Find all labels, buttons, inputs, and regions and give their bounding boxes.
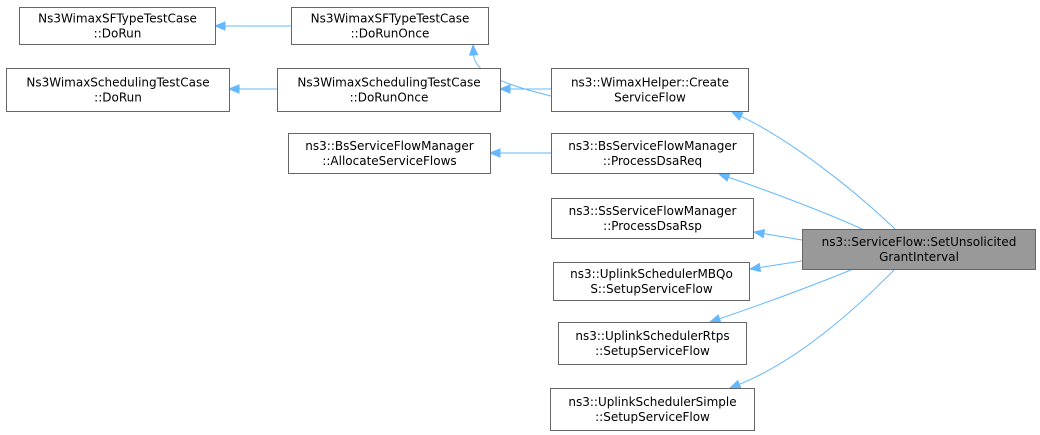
edge-line bbox=[719, 268, 854, 320]
edge-focus-usi bbox=[728, 268, 896, 389]
node-label-line: ::DoRunOnce bbox=[350, 91, 429, 105]
edge-focus-bpd bbox=[717, 172, 863, 230]
node-scr[interactable]: Ns3WimaxSchedulingTestCase::DoRun bbox=[6, 68, 230, 112]
edge-line bbox=[759, 260, 803, 268]
arrowhead-icon bbox=[468, 43, 479, 56]
node-label-line: ns3::UplinkSchedulerSimple bbox=[568, 395, 736, 409]
node-umb[interactable]: ns3::UplinkSchedulerMBQoS::SetupServiceF… bbox=[553, 262, 750, 301]
arrowhead-icon bbox=[708, 314, 722, 324]
node-box bbox=[291, 7, 489, 45]
node-label-line: ::AllocateServiceFlows bbox=[322, 154, 456, 168]
node-bpd[interactable]: ns3::BsServiceFlowManager::ProcessDsaReq bbox=[551, 133, 754, 174]
edge-line bbox=[473, 54, 552, 97]
arrowhead-icon bbox=[728, 379, 742, 389]
edge-focus-wcs bbox=[730, 111, 896, 230]
node-label-line: ::SetupServiceFlow bbox=[595, 344, 710, 358]
node-label-line: Ns3WimaxSFTypeTestCase bbox=[38, 12, 197, 26]
node-box bbox=[551, 198, 754, 239]
edge-line bbox=[739, 268, 896, 385]
edge-sco-scr bbox=[227, 84, 277, 94]
node-label-line: ns3::BsServiceFlowManager bbox=[305, 139, 473, 153]
node-focus[interactable]: ns3::ServiceFlow::SetUnsolicitedGrantInt… bbox=[802, 229, 1036, 270]
node-label-line: ns3::UplinkSchedulerRtps bbox=[575, 329, 729, 343]
node-box bbox=[553, 262, 750, 301]
node-bas[interactable]: ns3::BsServiceFlowManager::AllocateServi… bbox=[288, 133, 491, 174]
node-box bbox=[277, 68, 501, 112]
node-label-line: ServiceFlow bbox=[614, 91, 686, 105]
node-label-line: ns3::ServiceFlow::SetUnsolicited bbox=[822, 235, 1017, 249]
node-label-line: Ns3WimaxSchedulingTestCase bbox=[297, 76, 480, 90]
node-box bbox=[6, 68, 230, 112]
arrowhead-icon bbox=[213, 21, 226, 31]
node-box bbox=[551, 133, 754, 174]
node-label-line: GrantInterval bbox=[879, 250, 959, 264]
arrowhead-icon bbox=[227, 84, 240, 94]
node-label-line: ns3::SsServiceFlowManager bbox=[569, 204, 737, 218]
arrowhead-icon bbox=[730, 111, 744, 121]
arrowhead-icon bbox=[498, 84, 511, 94]
node-label-line: S::SetupServiceFlow bbox=[590, 282, 713, 296]
edge-line bbox=[728, 176, 863, 230]
node-spd[interactable]: ns3::SsServiceFlowManager::ProcessDsaRsp bbox=[551, 198, 754, 239]
edge-focus-spd bbox=[752, 229, 803, 241]
edge-wcs-sfo bbox=[468, 43, 552, 97]
node-label-line: ::DoRun bbox=[94, 91, 142, 105]
arrowhead-icon bbox=[717, 172, 731, 182]
node-box bbox=[551, 68, 749, 112]
node-label-line: ns3::WimaxHelper::Create bbox=[571, 76, 729, 90]
node-box bbox=[550, 388, 755, 431]
node-sco[interactable]: Ns3WimaxSchedulingTestCase::DoRunOnce bbox=[277, 68, 501, 112]
edge-focus-umb bbox=[748, 260, 803, 273]
arrowhead-icon bbox=[748, 262, 762, 273]
node-label-line: Ns3WimaxSchedulingTestCase bbox=[26, 76, 209, 90]
node-box bbox=[288, 133, 491, 174]
edge-line bbox=[740, 115, 896, 230]
node-label-line: Ns3WimaxSFTypeTestCase bbox=[311, 12, 470, 26]
edge-line bbox=[763, 233, 803, 241]
node-box bbox=[558, 322, 747, 365]
node-urt[interactable]: ns3::UplinkSchedulerRtps::SetupServiceFl… bbox=[558, 322, 747, 365]
edge-sfo-sfr bbox=[213, 21, 291, 31]
node-usi[interactable]: ns3::UplinkSchedulerSimple::SetupService… bbox=[550, 388, 755, 431]
node-label-line: ::ProcessDsaRsp bbox=[603, 219, 702, 233]
node-box bbox=[802, 229, 1036, 270]
node-sfo[interactable]: Ns3WimaxSFTypeTestCase::DoRunOnce bbox=[291, 7, 489, 45]
node-sfr[interactable]: Ns3WimaxSFTypeTestCase::DoRun bbox=[19, 7, 216, 45]
node-label-line: ::DoRunOnce bbox=[351, 27, 430, 41]
node-box bbox=[19, 7, 216, 45]
node-label-line: ns3::UplinkSchedulerMBQo bbox=[570, 267, 733, 281]
node-label-line: ns3::BsServiceFlowManager bbox=[568, 139, 736, 153]
node-label-line: ::SetupServiceFlow bbox=[595, 410, 710, 424]
edge-wcs-sco bbox=[498, 84, 551, 94]
node-label-line: ::DoRun bbox=[94, 27, 142, 41]
edge-bpd-bas bbox=[488, 148, 551, 158]
node-label-line: ::ProcessDsaReq bbox=[603, 154, 702, 168]
arrowhead-icon bbox=[488, 148, 501, 158]
arrowhead-icon bbox=[752, 229, 766, 239]
